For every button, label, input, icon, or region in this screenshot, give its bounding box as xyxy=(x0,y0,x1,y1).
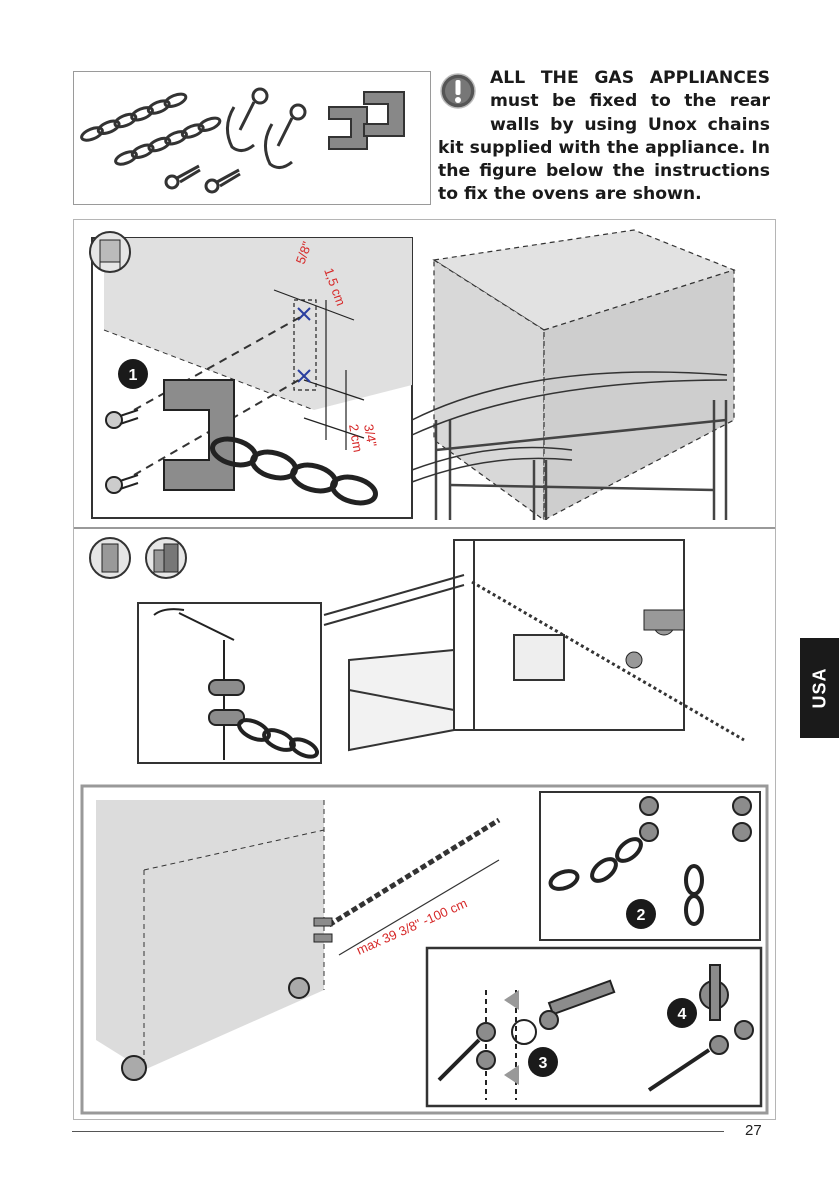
installation-illustration: 1 5/8" 1,5 cm 3/4" 2 cm xyxy=(74,220,775,1119)
step-label: 4 xyxy=(678,1006,687,1023)
kit-contents-box xyxy=(73,71,431,205)
language-tab: USA xyxy=(800,638,839,738)
step-label: 3 xyxy=(539,1055,548,1072)
step-3-badge: 3 xyxy=(528,1047,558,1077)
step-label: 1 xyxy=(129,367,138,384)
oven-type-icon xyxy=(90,538,130,578)
screw-icon xyxy=(206,170,240,192)
shackle-icon xyxy=(265,105,305,168)
notice-line: kit supplied with the appliance. In xyxy=(438,137,770,160)
language-tab-label: USA xyxy=(809,667,830,708)
oven-body xyxy=(349,540,684,750)
bracket-icon xyxy=(329,92,404,149)
step-2-badge: 2 xyxy=(626,899,656,929)
chain-icon xyxy=(329,820,499,925)
notice-line: walls by using Unox chains xyxy=(438,114,770,137)
oven-type-icon xyxy=(90,232,130,272)
step-label: 2 xyxy=(637,907,646,924)
installation-diagram: 1 5/8" 1,5 cm 3/4" 2 cm xyxy=(73,219,776,1120)
notice-line: to fix the ovens are shown. xyxy=(438,183,770,206)
oven-type-icon xyxy=(146,538,186,578)
gas-appliance-notice: ALL THE GAS APPLIANCES must be fixed to … xyxy=(438,67,770,207)
footer-rule xyxy=(72,1131,724,1132)
kit-contents-illustration xyxy=(74,72,430,204)
oven-block xyxy=(96,800,324,1070)
shackle-icon xyxy=(227,89,267,151)
notice-line: ALL THE GAS APPLIANCES xyxy=(438,67,770,90)
screw-icon xyxy=(166,166,200,188)
step-1-badge: 1 xyxy=(118,359,148,389)
page-number: 27 xyxy=(745,1122,762,1139)
step-4-badge: 4 xyxy=(667,998,697,1028)
notice-line: the figure below the instructions xyxy=(438,160,770,183)
notice-line: must be fixed to the rear xyxy=(438,90,770,113)
